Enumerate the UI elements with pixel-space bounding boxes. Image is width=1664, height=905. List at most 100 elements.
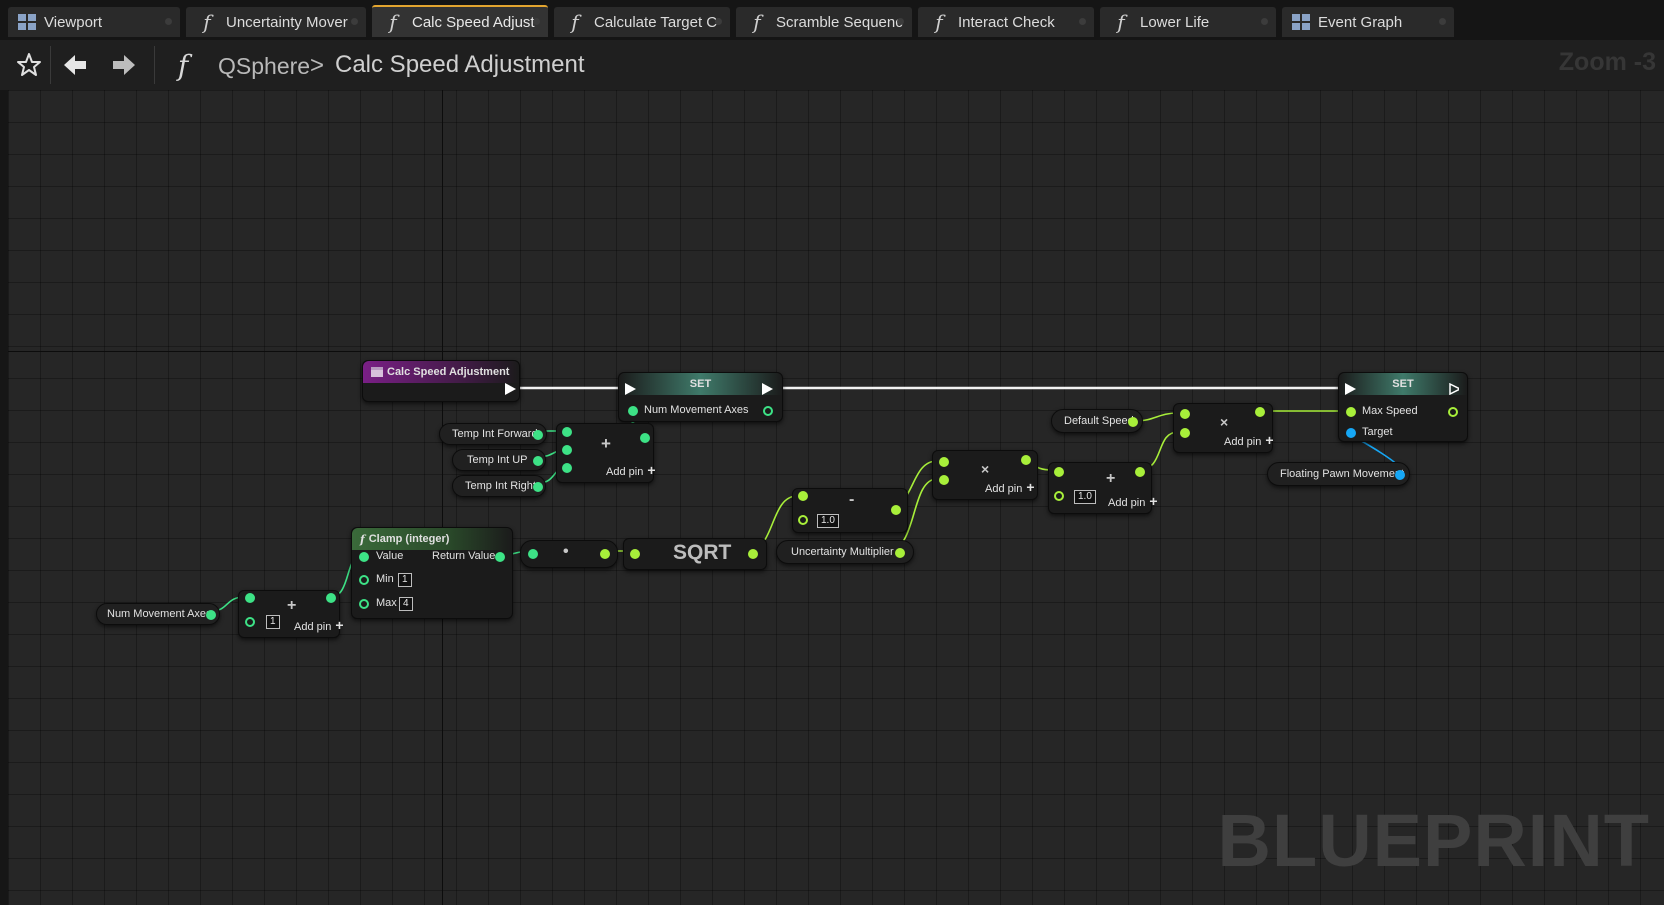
float-input-pin[interactable] (630, 549, 640, 559)
float-output-pin[interactable] (1448, 407, 1458, 417)
set-num-movement-axes-node[interactable]: SET Num Movement Axes (618, 372, 783, 422)
exec-in-pin[interactable] (1345, 383, 1356, 395)
int-input-pin[interactable] (562, 445, 572, 455)
float-output-pin[interactable] (1021, 455, 1031, 465)
int-to-float-conversion-node[interactable]: • (520, 540, 618, 568)
exec-out-pin[interactable] (1449, 383, 1459, 395)
int-input-pin[interactable] (562, 463, 572, 473)
tab-calc-speed-adjust[interactable]: f Calc Speed Adjust (372, 5, 548, 37)
back-arrow-icon[interactable] (58, 48, 92, 82)
float-output-pin[interactable] (600, 549, 610, 559)
add-pin-button[interactable]: Add pin+ (1108, 493, 1158, 509)
int-output-pin[interactable] (533, 430, 543, 440)
add-pin-button[interactable]: Add pin+ (606, 462, 656, 478)
get-temp-int-right[interactable]: Temp Int Right (452, 475, 546, 497)
float-literal-field[interactable]: 1.0 (1074, 490, 1096, 504)
int-output-pin[interactable] (326, 593, 336, 603)
int-input-pin[interactable] (528, 549, 538, 559)
close-icon[interactable] (715, 18, 722, 25)
min-value-field[interactable]: 1 (398, 573, 412, 587)
set-max-speed-node[interactable]: SET Max Speed Target (1338, 372, 1468, 442)
close-icon[interactable] (1079, 18, 1086, 25)
float-input-pin[interactable] (1346, 407, 1356, 417)
float-input-pin[interactable] (939, 457, 949, 467)
tab-label: Calc Speed Adjust (412, 13, 535, 31)
multiply-float-node[interactable]: × Add pin+ (1173, 403, 1274, 453)
int-output-pin[interactable] (533, 482, 543, 492)
sqrt-node[interactable]: SQRT (623, 538, 767, 570)
add-pin-button[interactable]: Add pin+ (985, 479, 1035, 495)
get-num-movement-axes[interactable]: Num Movement Axes (96, 603, 220, 625)
object-input-pin[interactable] (1346, 428, 1356, 438)
float-output-pin[interactable] (895, 548, 905, 558)
pin-label: Num Movement Axes (644, 404, 749, 416)
float-input-pin[interactable] (1180, 409, 1190, 419)
get-default-speed[interactable]: Default Speed (1051, 409, 1143, 433)
float-input-pin[interactable] (1180, 428, 1190, 438)
int-output-pin[interactable] (495, 552, 505, 562)
close-icon[interactable] (1439, 18, 1446, 25)
favorite-star-icon[interactable] (12, 48, 46, 82)
tab-viewport[interactable]: Viewport (8, 7, 180, 37)
float-input-pin[interactable] (798, 515, 808, 525)
int-input-pin[interactable] (359, 599, 369, 609)
toolbar-divider (50, 46, 51, 84)
function-icon: f (360, 532, 365, 546)
int-input-pin[interactable] (628, 406, 638, 416)
int-input-pin[interactable] (245, 593, 255, 603)
float-output-pin[interactable] (891, 505, 901, 515)
int-input-pin[interactable] (245, 617, 255, 627)
tab-lower-life[interactable]: f Lower Life (1100, 7, 1276, 37)
float-output-pin[interactable] (1135, 467, 1145, 477)
int-input-pin[interactable] (359, 552, 369, 562)
int-output-pin[interactable] (206, 610, 216, 620)
float-input-pin[interactable] (798, 491, 808, 501)
tab-scramble-sequence[interactable]: f Scramble Sequenc (736, 7, 912, 37)
get-temp-int-up[interactable]: Temp Int UP (452, 449, 546, 471)
int-output-pin[interactable] (763, 406, 773, 416)
float-output-pin[interactable] (1128, 417, 1138, 427)
breadcrumb-root[interactable]: QSphere (218, 53, 311, 79)
float-literal-field[interactable]: 1.0 (817, 514, 839, 528)
exec-in-pin[interactable] (625, 383, 636, 395)
tab-interact-check[interactable]: f Interact Check (918, 7, 1094, 37)
graph-origin-axis (442, 90, 443, 905)
max-value-field[interactable]: 4 (399, 597, 413, 611)
multiply-float-node[interactable]: × Add pin+ (932, 450, 1038, 500)
tab-uncertainty-mover[interactable]: f Uncertainty Mover (186, 7, 366, 37)
add-float-one-node[interactable]: 1.0 + Add pin+ (1048, 462, 1158, 514)
get-uncertainty-multiplier[interactable]: Uncertainty Multiplier (776, 540, 914, 564)
close-icon[interactable] (1261, 18, 1268, 25)
add-pin-button[interactable]: Add pin+ (294, 617, 344, 633)
int-literal-field[interactable]: 1 (266, 615, 280, 629)
add-int-one-node[interactable]: 1 + Add pin+ (238, 590, 344, 638)
close-icon[interactable] (165, 18, 172, 25)
forward-arrow-icon[interactable] (107, 48, 141, 82)
exec-out-pin[interactable] (505, 383, 516, 395)
close-icon[interactable] (897, 18, 904, 25)
int-input-pin[interactable] (562, 427, 572, 437)
subtract-float-node[interactable]: 1.0 - (792, 488, 908, 533)
float-input-pin[interactable] (939, 475, 949, 485)
get-temp-int-forward[interactable]: Temp Int Forward (439, 423, 547, 445)
close-icon[interactable] (351, 18, 358, 25)
clamp-integer-node[interactable]: f Clamp (integer) Value Return Value Min… (351, 527, 513, 619)
int-output-pin[interactable] (533, 456, 543, 466)
float-output-pin[interactable] (748, 549, 758, 559)
float-input-pin[interactable] (1054, 467, 1064, 477)
int-output-pin[interactable] (640, 433, 650, 443)
pin-label: Max Speed (1362, 405, 1418, 417)
int-input-pin[interactable] (359, 575, 369, 585)
add-pin-button[interactable]: Add pin+ (1224, 432, 1274, 448)
object-output-pin[interactable] (1395, 470, 1405, 480)
blueprint-graph-canvas[interactable] (8, 90, 1664, 905)
exec-out-pin[interactable] (762, 383, 773, 395)
add-int-node[interactable]: + Add pin+ (556, 423, 656, 483)
tab-calculate-target[interactable]: f Calculate Target C (554, 7, 730, 37)
float-input-pin[interactable] (1054, 491, 1064, 501)
tab-event-graph[interactable]: Event Graph (1282, 7, 1454, 37)
close-icon[interactable] (533, 18, 540, 25)
get-floating-pawn-movement[interactable]: Floating Pawn Movement (1267, 462, 1410, 486)
function-entry-node[interactable]: Calc Speed Adjustment (362, 360, 520, 402)
float-output-pin[interactable] (1255, 407, 1265, 417)
